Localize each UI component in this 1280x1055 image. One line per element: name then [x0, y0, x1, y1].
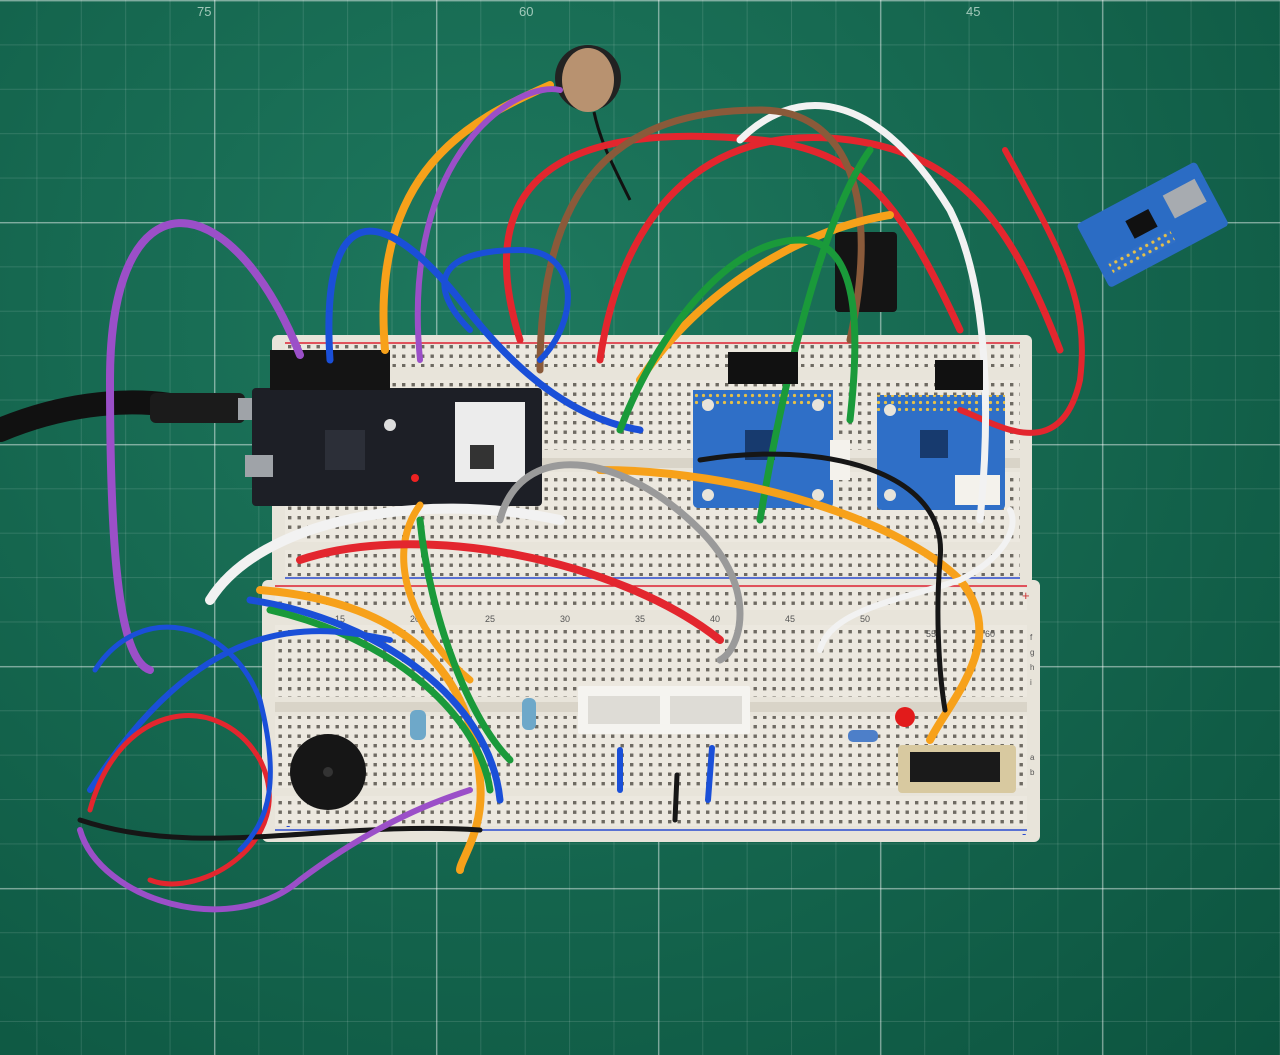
- jumper-wires: [77, 81, 1085, 913]
- mat-ruler-mark: 45: [966, 4, 981, 19]
- breadboard-column-labels: 15 20 25 30 35 40 45 50 55 60: [335, 614, 995, 639]
- breadboard-row-letters: f g h i a b: [1030, 633, 1035, 777]
- led-bar-display: [578, 686, 750, 734]
- column-label: 20: [410, 614, 420, 624]
- row-letter: i: [1030, 678, 1032, 687]
- header-pins: [728, 352, 983, 390]
- row-letter: g: [1030, 648, 1034, 657]
- column-label: 30: [560, 614, 570, 624]
- small-display-module: [898, 745, 1016, 793]
- piezo-buzzer: [290, 734, 366, 810]
- usb-cable: [0, 390, 270, 442]
- red-led: [895, 707, 915, 727]
- row-letter: h: [1030, 663, 1034, 672]
- column-label: 50: [860, 614, 870, 624]
- column-label: 55: [926, 629, 936, 639]
- mat-ruler-mark: 75: [197, 4, 212, 19]
- row-letter: a: [1030, 753, 1035, 762]
- column-label: 15: [335, 614, 345, 624]
- column-label: 40: [710, 614, 720, 624]
- column-label: 60: [985, 629, 995, 639]
- potentiometer: [555, 45, 632, 201]
- resistors: [410, 698, 878, 742]
- row-letter: f: [1030, 633, 1033, 642]
- column-label: 45: [785, 614, 795, 624]
- sensor-module-2: [877, 395, 1005, 510]
- row-letter: b: [1030, 768, 1035, 777]
- rail-minus-mark: -: [1022, 826, 1026, 841]
- rail-minus-mark: -: [286, 818, 290, 833]
- mat-ruler-mark: 60: [519, 4, 534, 19]
- column-label: 35: [635, 614, 645, 624]
- charger-module: [1077, 162, 1228, 287]
- column-label: 25: [485, 614, 495, 624]
- rail-marks: + - -: [286, 588, 1030, 841]
- microcontroller-board: [245, 350, 542, 506]
- rail-plus-mark: +: [1022, 588, 1030, 603]
